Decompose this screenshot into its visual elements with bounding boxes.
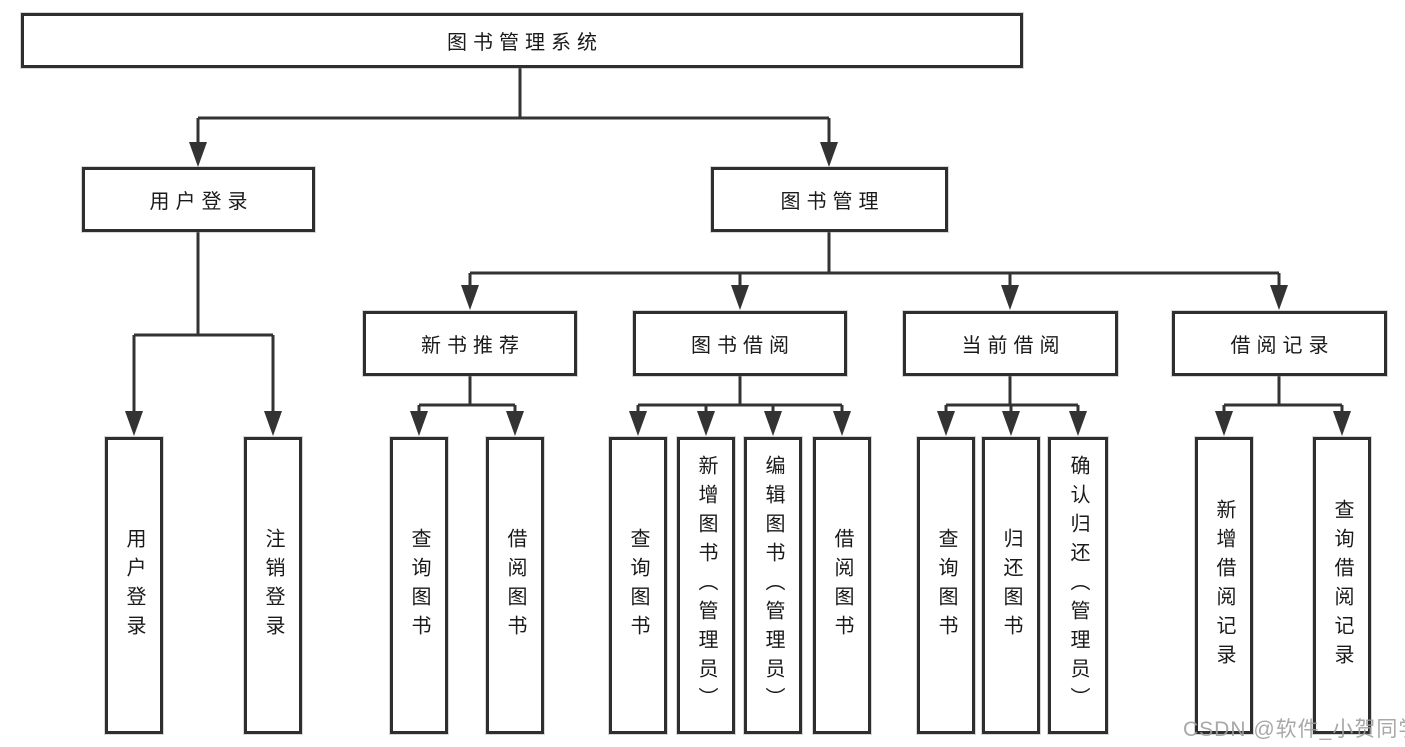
connector-book-mgmt: [468, 232, 1281, 286]
leaf-records-add: 新增借阅记录: [1195, 437, 1253, 734]
node-current-borrow: 当前借阅: [903, 311, 1118, 376]
node-label: 借阅记录: [1230, 335, 1335, 357]
node-label: 新书推荐: [421, 335, 525, 357]
leaf-borrow-query: 查询图书: [609, 437, 667, 734]
connector-root: [196, 68, 831, 143]
leaf-borrow-add-admin: 新增图书（管理员）: [677, 437, 735, 734]
arrowheads-book-borrow: [629, 411, 851, 436]
node-label: 查询图书: [408, 527, 430, 644]
connector-new-books: [417, 376, 517, 412]
node-book-mgmt: 图书管理: [711, 167, 948, 232]
node-book-borrow: 图书借阅: [633, 311, 847, 376]
arrowheads-new-books: [410, 411, 524, 436]
node-label: 当前借阅: [961, 335, 1066, 357]
node-label: 用户登录: [149, 191, 254, 213]
leaf-user-login: 用户登录: [105, 437, 163, 734]
leaf-logout: 注销登录: [244, 437, 302, 734]
leaf-current-query: 查询图书: [917, 437, 975, 734]
connector-user-login: [132, 232, 275, 412]
node-label: 新增图书（管理员）: [695, 455, 717, 716]
node-root-system: 图书管理系统: [21, 13, 1023, 68]
arrowheads-current-borrow: [937, 411, 1087, 436]
connector-current-borrow: [944, 376, 1080, 412]
node-user-login: 用户登录: [82, 167, 315, 232]
node-label: 查询借阅记录: [1331, 498, 1353, 673]
node-new-books: 新书推荐: [363, 311, 577, 376]
arrowheads-user-login: [125, 411, 282, 436]
node-label: 编辑图书（管理员）: [762, 455, 784, 716]
leaf-newbooks-borrow: 借阅图书: [486, 437, 544, 734]
watermark-text: CSDN @软件_小贺同学: [1183, 718, 1405, 741]
leaf-newbooks-query: 查询图书: [390, 437, 448, 734]
connector-borrow-records: [1222, 376, 1344, 412]
node-label: 查询图书: [935, 527, 957, 644]
node-label: 借阅图书: [504, 527, 526, 644]
node-label: 借阅图书: [831, 527, 853, 644]
arrowheads-root: [189, 142, 838, 167]
node-label: 图书借阅: [691, 335, 795, 357]
node-label: 归还图书: [1000, 527, 1022, 644]
arrowheads-book-mgmt: [461, 285, 1288, 310]
connector-book-borrow: [636, 376, 844, 412]
node-label: 查询图书: [627, 527, 649, 644]
leaf-current-confirm-admin: 确认归还（管理员）: [1048, 437, 1108, 734]
arrowheads-borrow-records: [1215, 411, 1351, 436]
leaf-borrow-borrow: 借阅图书: [813, 437, 871, 734]
node-label: 用户登录: [123, 527, 145, 644]
leaf-borrow-edit-admin: 编辑图书（管理员）: [744, 437, 802, 734]
node-label: 图书管理: [780, 191, 885, 213]
node-borrow-records: 借阅记录: [1172, 311, 1387, 376]
leaf-current-return: 归还图书: [982, 437, 1040, 734]
node-label: 确认归还（管理员）: [1067, 455, 1089, 716]
node-label: 新增借阅记录: [1213, 498, 1235, 673]
node-label: 注销登录: [262, 527, 284, 644]
node-label: 图书管理系统: [447, 32, 603, 54]
leaf-records-query: 查询借阅记录: [1313, 437, 1371, 734]
